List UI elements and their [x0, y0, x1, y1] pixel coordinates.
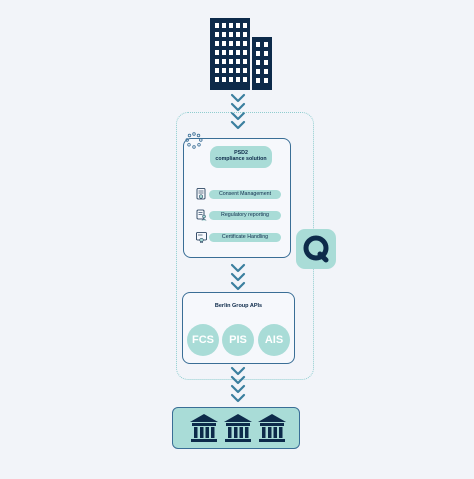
feature-label: Certificate Handling [209, 232, 281, 242]
feature-label: Regulatory reporting [209, 210, 281, 220]
eu-stars-icon [185, 132, 203, 149]
bank-icon [258, 414, 286, 442]
feature-certificate-handling: Certificate Handling [196, 231, 288, 243]
certificate-icon [196, 232, 207, 243]
chevron-down-icon [230, 93, 246, 130]
feature-consent-management: Consent Management [196, 188, 288, 200]
psd2-title-badge: PSD2 compliance solution [210, 146, 272, 168]
berlin-group-title: Berlin Group APIs [214, 303, 263, 309]
document-check-icon [196, 188, 206, 200]
report-person-icon [196, 209, 207, 221]
office-building-icon [210, 18, 272, 90]
chevron-down-icon [230, 366, 246, 403]
feature-label: Consent Management [209, 189, 281, 199]
feature-regulatory-reporting: Regulatory reporting [196, 209, 288, 221]
psd2-title-line1: PSD2 [234, 150, 248, 156]
bank-icon [224, 414, 252, 442]
q-logo-icon [296, 229, 336, 269]
api-ais: AIS [258, 324, 290, 356]
bank-icon [190, 414, 218, 442]
chevron-down-icon [230, 263, 246, 291]
api-fcs: FCS [187, 324, 219, 356]
psd2-title-line2: compliance solution [215, 156, 267, 163]
api-pis: PIS [222, 324, 254, 356]
